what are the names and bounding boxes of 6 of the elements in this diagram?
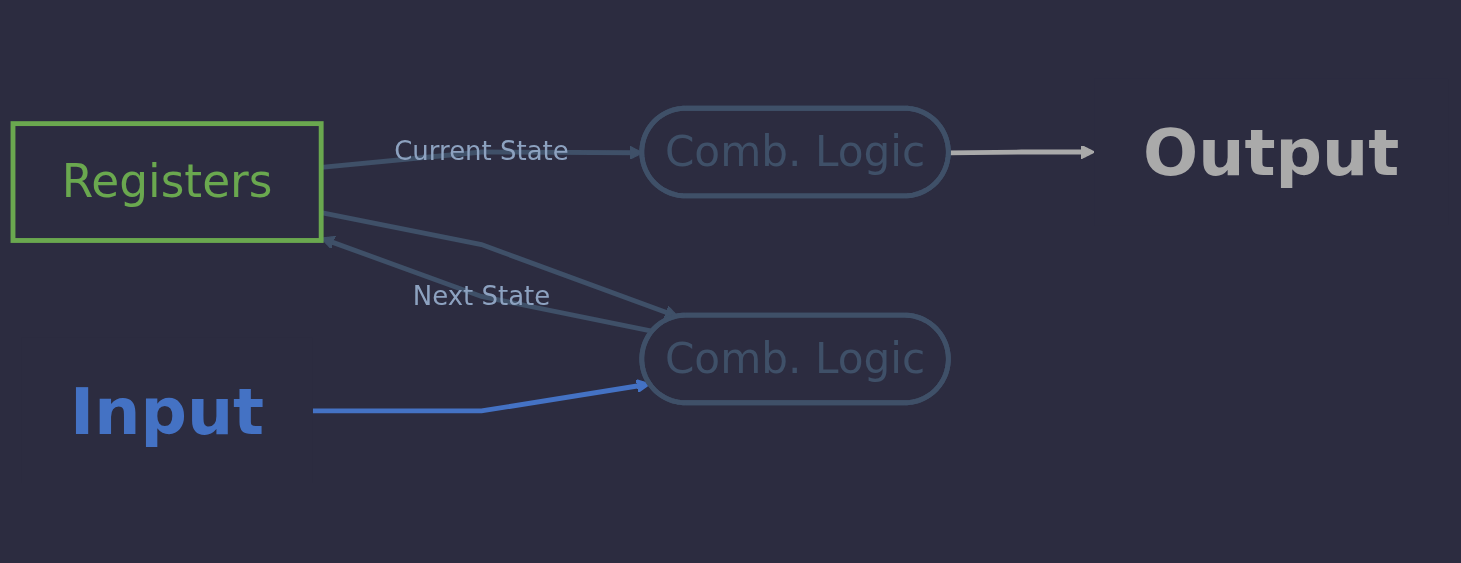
node-text: Output — [1143, 114, 1400, 190]
edge-label: Next State — [412, 280, 551, 312]
arrow — [949, 144, 1096, 160]
edge-label: Current State — [394, 135, 569, 167]
node-text: Input — [70, 373, 265, 449]
node-box: Registers — [10, 121, 324, 243]
